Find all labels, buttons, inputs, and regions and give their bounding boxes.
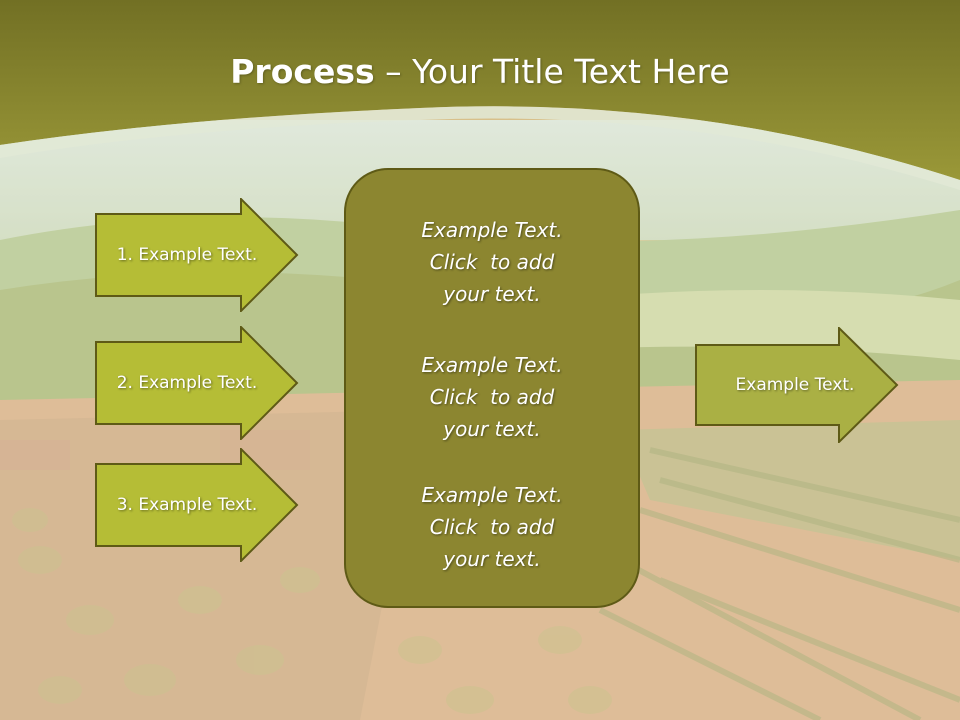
output-arrow[interactable]: Example Text. — [695, 327, 899, 443]
step-1-arrow[interactable]: 1. Example Text. — [95, 198, 299, 312]
text-line: your text. — [443, 282, 541, 306]
center-text-box[interactable]: Example Text. Click to add your text. Ex… — [344, 168, 640, 608]
right-arrow-shape — [695, 327, 899, 443]
slide-title[interactable]: Process – Your Title Text Here — [0, 52, 960, 91]
text-block-3[interactable]: Example Text. Click to add your text. — [346, 479, 638, 575]
text-block-2[interactable]: Example Text. Click to add your text. — [346, 349, 638, 445]
text-line: Example Text. — [421, 483, 563, 507]
right-arrow-shape — [95, 198, 299, 312]
step-3-label: 3. Example Text. — [116, 495, 258, 515]
right-arrow-shape — [95, 448, 299, 562]
title-rest: – Your Title Text Here — [374, 52, 730, 91]
text-line: your text. — [443, 417, 541, 441]
step-1-label: 1. Example Text. — [116, 245, 258, 265]
text-line: Example Text. — [421, 353, 563, 377]
title-bold: Process — [230, 52, 375, 91]
output-label: Example Text. — [735, 375, 855, 395]
step-3-arrow[interactable]: 3. Example Text. — [95, 448, 299, 562]
step-2-arrow[interactable]: 2. Example Text. — [95, 326, 299, 440]
text-line: Click to add — [429, 515, 555, 539]
step-2-label: 2. Example Text. — [116, 373, 258, 393]
text-line: Click to add — [429, 385, 555, 409]
text-line: Example Text. — [421, 218, 563, 242]
text-block-1[interactable]: Example Text. Click to add your text. — [346, 214, 638, 310]
text-line: Click to add — [429, 250, 555, 274]
text-line: your text. — [443, 547, 541, 571]
right-arrow-shape — [95, 326, 299, 440]
